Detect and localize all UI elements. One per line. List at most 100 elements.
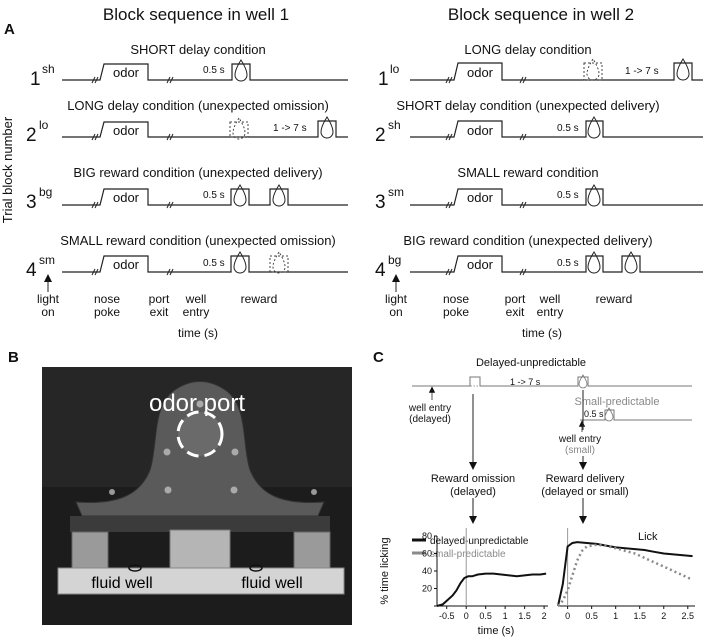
right-bracket [293, 531, 331, 569]
reward-delivery-2: (delayed or small) [541, 486, 628, 498]
chart-ylabel: % time licking [379, 537, 391, 604]
screw-icon [164, 486, 172, 494]
event-nose-poke-2: poke [94, 305, 120, 319]
trial-block-ylabel: Trial block number [0, 116, 15, 223]
odor-label: odor [467, 257, 494, 272]
y-tick-label: 40 [422, 566, 432, 576]
y-tick-label: 80 [422, 531, 432, 541]
small-timeline [580, 409, 692, 421]
break-marks [91, 268, 99, 276]
fluid-well-bar [57, 567, 345, 595]
center-block [169, 529, 231, 571]
well2-block-4: BIG reward condition (unexpected deliver… [375, 233, 703, 281]
block-number: 2 [26, 125, 37, 146]
omitted-drop-icon [232, 117, 246, 140]
block-superscript: bg [388, 253, 401, 267]
omitted-reward-box [583, 62, 603, 81]
break-marks [519, 76, 527, 84]
break-marks [166, 133, 174, 141]
legend-delayed: delayed-unpredictable [430, 536, 529, 547]
reward-drop-icon [604, 407, 614, 422]
x-tick-label: 0 [565, 611, 570, 621]
x-tick-label: 2 [542, 611, 547, 621]
delay-label: 1 -> 7 s [273, 123, 307, 134]
block-superscript: sm [388, 185, 404, 199]
odor-label: odor [467, 190, 494, 205]
reward-drop-icon [320, 116, 334, 139]
block-number: 4 [26, 260, 37, 281]
series-line-delayed-unpredictable [436, 572, 547, 607]
block-superscript: lo [390, 62, 400, 76]
event-well-entry-2: entry [183, 305, 210, 319]
well1-block-4: SMALL reward condition (unexpected omiss… [26, 233, 348, 281]
omitted-reward-box [269, 255, 289, 273]
x-tick-label: 0.5 [479, 611, 492, 621]
block-label: SHORT delay condition (unexpected delive… [396, 98, 659, 113]
block-number: 3 [26, 192, 37, 213]
break-marks [519, 133, 527, 141]
reward-omission-1: Reward omission [431, 473, 515, 485]
break-marks [445, 268, 453, 276]
break-marks [91, 133, 99, 141]
event-reward: reward [241, 292, 278, 306]
block-label: SHORT delay condition [130, 42, 265, 57]
break-marks [445, 133, 453, 141]
block-superscript: bg [39, 185, 52, 199]
panel-b-letter: B [8, 349, 19, 366]
event-well-entry-2: entry [537, 305, 564, 319]
event-port-exit-1: port [505, 292, 526, 306]
chart-xlabel: time (s) [478, 625, 515, 637]
omitted-reward-box [469, 376, 481, 387]
well-entry-small-2: (small) [565, 445, 595, 456]
odor-label: odor [467, 123, 494, 138]
well1-title: Block sequence in well 1 [103, 5, 289, 24]
panel-c: C Delayed-unpredictable 1 -> 7 s Small-p… [373, 349, 695, 637]
event-light-on-1: light [37, 292, 60, 306]
delay-label: 0.5 s [557, 258, 579, 269]
well2-block-3: SMALL reward condition 3 sm odor 0.5 s [375, 165, 703, 213]
reward-drop-icon [587, 184, 601, 207]
break-marks [519, 268, 527, 276]
break-marks [91, 76, 99, 84]
block-label: SMALL reward condition [457, 165, 598, 180]
block-superscript: sh [388, 118, 401, 132]
break-marks [519, 201, 527, 209]
delay-label: 0.5 s [203, 190, 225, 201]
well-hole-icon [128, 564, 142, 572]
well2-blocks: LONG delay condition 1 lo odor 1 -> 7 s … [375, 42, 703, 340]
odor-label: odor [113, 257, 140, 272]
delay-label: 1 -> 7 s [625, 66, 659, 77]
trace-line [410, 62, 703, 81]
screw-icon [231, 448, 239, 456]
lick-label: Lick [638, 531, 658, 543]
trace-line [410, 120, 703, 138]
event-light-on-1: light [385, 292, 408, 306]
delay-label: 0.5 s [584, 409, 604, 419]
x-tick-label: -0.5 [439, 611, 455, 621]
event-well-entry-1: well [539, 292, 561, 306]
trace-line [410, 188, 703, 206]
block-superscript: sh [42, 62, 55, 76]
break-marks [166, 201, 174, 209]
x-tick-label: 1.5 [518, 611, 531, 621]
fluid-well-right-label: fluid well [241, 575, 302, 592]
block-label: SMALL reward condition (unexpected omiss… [60, 233, 336, 248]
well2-block-2: SHORT delay condition (unexpected delive… [375, 98, 703, 146]
panel-c-letter: C [373, 349, 384, 366]
odor-label: odor [113, 123, 140, 138]
block-number: 2 [375, 125, 386, 146]
event-nose-poke-2: poke [443, 305, 469, 319]
break-marks [91, 201, 99, 209]
reward-drop-icon [624, 251, 638, 274]
event-well-entry-1: well [185, 292, 207, 306]
reward-drop-icon [272, 184, 286, 207]
well1-event-labels: light on nose poke port exit well entry … [37, 274, 278, 340]
y-tick-label: 20 [422, 584, 432, 594]
trace-line [62, 63, 348, 81]
block-number: 1 [30, 69, 41, 90]
legend-small: small-predictable [430, 549, 506, 560]
well1-block-2: LONG delay condition (unexpected omissio… [26, 98, 348, 146]
